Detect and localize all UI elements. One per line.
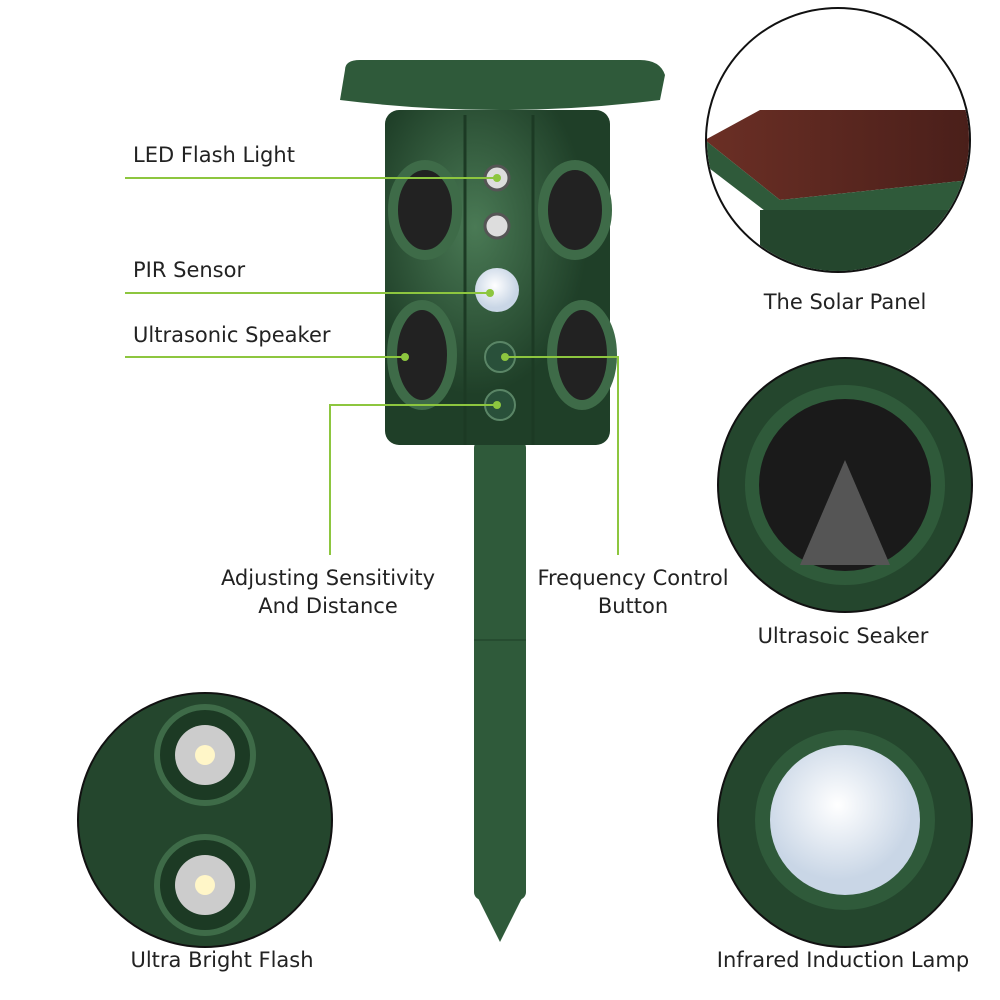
label-infrared-lamp: Infrared Induction Lamp	[716, 948, 970, 972]
callout-lines	[125, 177, 619, 555]
led-icon	[483, 212, 511, 240]
label-pir-sensor: PIR Sensor	[133, 258, 246, 282]
label-frequency-2: Button	[597, 594, 669, 618]
device	[340, 60, 665, 942]
label-adjusting-2: And Distance	[258, 594, 398, 618]
label-solar-panel: The Solar Panel	[763, 290, 927, 314]
inset-ultrasonic-speaker	[717, 357, 973, 613]
speaker-icon	[538, 160, 612, 260]
speaker-icon	[388, 160, 462, 260]
label-ultrasonic-seaker: Ultrasoic Seaker	[757, 624, 929, 648]
speaker-icon	[547, 300, 617, 410]
label-adjusting-1: Adjusting Sensitivity	[220, 566, 436, 590]
inset-infrared-lamp	[717, 692, 973, 948]
label-frequency-1: Frequency Control	[537, 566, 729, 590]
label-ultrasonic-speaker: Ultrasonic Speaker	[133, 323, 331, 347]
stake	[474, 440, 526, 900]
label-led-flash-light: LED Flash Light	[133, 143, 295, 167]
inset-ultra-bright-flash	[77, 692, 333, 948]
solar-cap	[340, 60, 665, 110]
stake-tip	[478, 898, 522, 942]
label-ultra-bright-flash: Ultra Bright Flash	[130, 948, 314, 972]
speaker-icon	[387, 300, 457, 410]
pir-sensor-icon	[475, 268, 519, 312]
inset-solar-panel	[705, 7, 971, 273]
